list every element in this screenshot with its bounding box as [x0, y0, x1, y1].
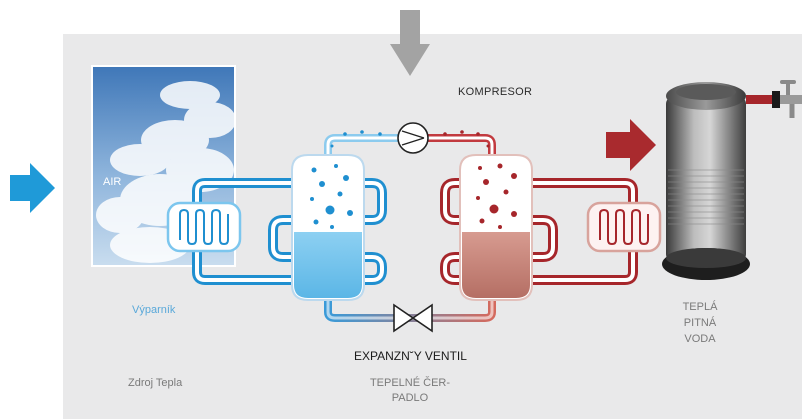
hot-water-tank — [662, 82, 750, 280]
heat-source-label: Zdroj Tepla — [128, 377, 183, 389]
coil-icon — [166, 201, 242, 253]
gas-bubbles-right — [443, 130, 490, 148]
condenser-vessel — [459, 154, 533, 301]
valve-icon — [393, 303, 433, 333]
arrow-down-icon — [390, 10, 430, 76]
coil-icon — [586, 201, 662, 253]
heat-pump-label: TEPELNÉ ČER-PADLO — [369, 377, 451, 404]
air-label: AIR — [103, 176, 122, 188]
compressor-icon — [397, 122, 429, 154]
arrow-right-icon — [606, 119, 656, 171]
evaporator-label: Výparník — [132, 304, 176, 316]
compressor-label: KOMPRESOR — [458, 86, 533, 98]
gas-pipe-top — [324, 134, 496, 164]
evaporator-vessel — [291, 154, 365, 301]
expansion-valve-label: EXPANZN˘Y VENTIL — [354, 349, 467, 363]
gas-bubbles-left — [330, 130, 382, 148]
arrow-right-icon — [10, 163, 55, 213]
hot-water-label: TEPLÁ PITNÁ VODA — [682, 301, 718, 345]
tap-icon — [746, 80, 802, 118]
